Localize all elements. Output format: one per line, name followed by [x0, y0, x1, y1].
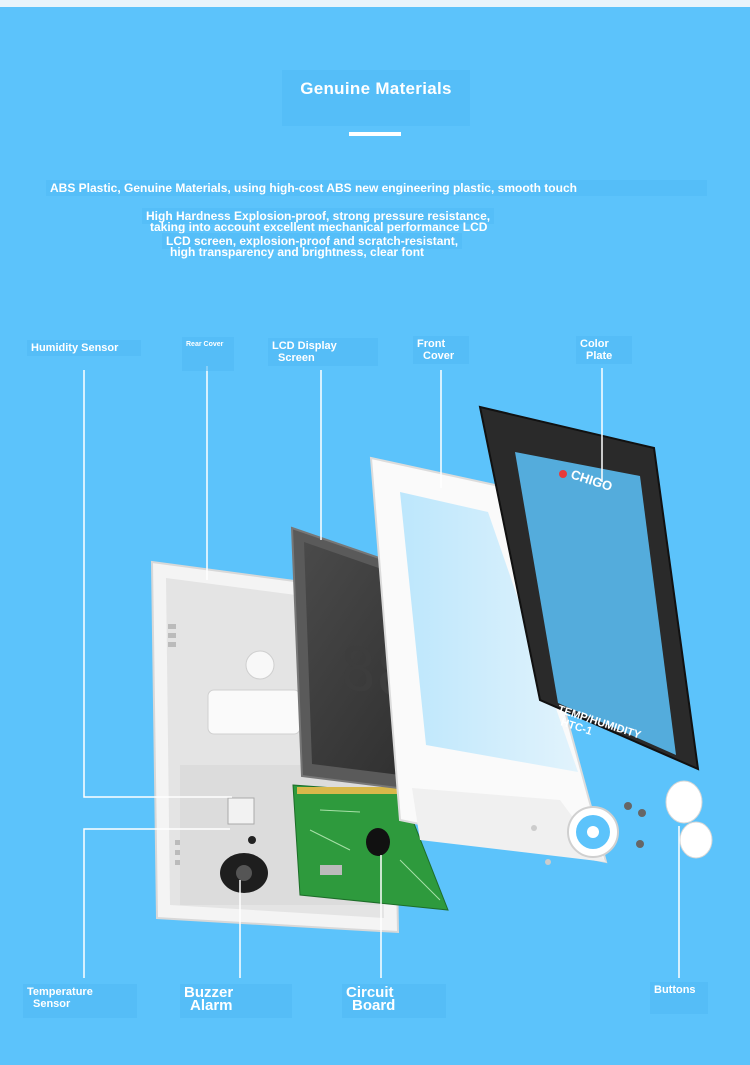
description-line-5: high transparency and brightness, clear …: [170, 245, 425, 259]
description-line-1: ABS Plastic, Genuine Materials, using hi…: [46, 180, 707, 196]
label-color-plate: Color Plate: [576, 336, 632, 364]
label-temperature-sensor: Temperature Sensor: [23, 984, 137, 1018]
front-cover-part: [369, 456, 619, 865]
title-underline: [349, 132, 401, 136]
label-buzzer-alarm: Buzzer Alarm: [180, 984, 292, 1018]
description-line-4: LCD screen, explosion-proof and scratch-…: [162, 233, 463, 249]
buttons-part: [624, 780, 713, 859]
label-rear-cover: Rear Cover: [182, 337, 234, 371]
screw-icon: [638, 809, 646, 817]
screw-icon: [636, 840, 644, 848]
label-buttons: Buttons: [650, 982, 708, 1014]
label-humidity-sensor: Humidity Sensor: [27, 340, 141, 356]
screw-icon: [624, 802, 632, 810]
label-front-cover: Front Cover: [413, 336, 469, 364]
description-line-3: taking into account excellent mechanical…: [150, 220, 488, 234]
brand-logo-icon: [559, 470, 567, 478]
leader-lines: [83, 366, 680, 978]
top-divider: [0, 0, 750, 7]
page-title: Genuine Materials: [282, 70, 470, 126]
description-line-2: High Hardness Explosion-proof, strong pr…: [142, 208, 495, 224]
label-lcd-display-screen: LCD Display Screen: [268, 338, 378, 366]
label-circuit-board: Circuit Board: [342, 984, 446, 1018]
